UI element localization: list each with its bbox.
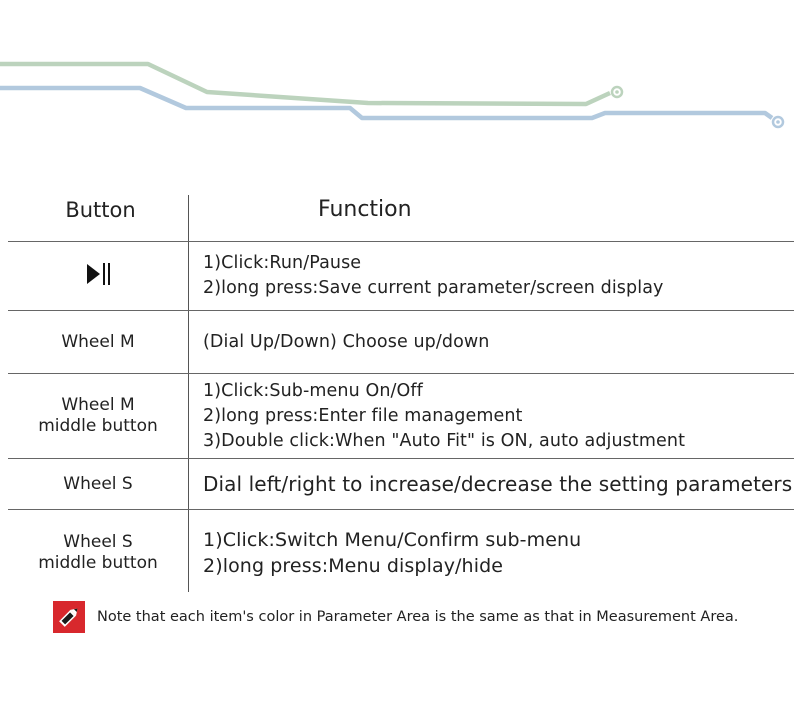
upper-circuit-line (0, 61, 611, 107)
lower-line-end-node (771, 115, 785, 129)
note-text: Note that each item's color in Parameter… (97, 609, 739, 625)
table-row: 1)Click:Run/Pause 2)long press:Save curr… (8, 242, 794, 311)
button-cell: Wheel S (63, 473, 133, 494)
button-cell: Wheel S middle button (8, 532, 188, 574)
upper-line-end-node (610, 85, 624, 99)
function-line: 3)Double click:When "Auto Fit" is ON, au… (203, 430, 686, 451)
table-row: Wheel M (Dial Up/Down) Choose up/down (8, 311, 794, 374)
table-header: Button Function (8, 195, 794, 242)
function-line: 2)long press:Enter file management (203, 405, 523, 426)
function-line: 1)Click:Sub-menu On/Off (203, 380, 423, 401)
note: Note that each item's color in Parameter… (53, 601, 793, 633)
function-cell: Dial left/right to increase/decrease the… (188, 472, 792, 497)
decorative-circuit-lines (0, 61, 785, 129)
table-row: Wheel S Dial left/right to increase/decr… (8, 459, 794, 510)
play-pause-icon (86, 262, 110, 285)
button-cell (8, 262, 188, 290)
table-row: Wheel S middle button 1)Click:Switch Men… (8, 510, 794, 596)
button-cell: Wheel M (61, 331, 135, 352)
button-label: Wheel M middle button (38, 395, 158, 436)
column-divider (188, 195, 189, 592)
function-line: 2)long press:Menu display/hide (203, 555, 504, 577)
function-line: Dial left/right to increase/decrease the… (203, 471, 793, 496)
table-row: Wheel M middle button 1)Click:Sub-menu O… (8, 374, 794, 459)
function-line: 1)Click:Switch Menu/Confirm sub-menu (203, 529, 582, 551)
function-line: 2)long press:Save current parameter/scre… (203, 278, 664, 298)
function-cell: 1)Click:Run/Pause 2)long press:Save curr… (188, 251, 663, 301)
function-line: 1)Click:Run/Pause (203, 253, 362, 273)
button-function-table: Button Function 1)Click:Run/Pause 2)long… (8, 195, 794, 596)
function-cell: 1)Click:Switch Menu/Confirm sub-menu 2)l… (188, 527, 581, 579)
lower-circuit-line (0, 85, 774, 121)
function-cell: (Dial Up/Down) Choose up/down (188, 330, 490, 355)
function-cell: 1)Click:Sub-menu On/Off 2)long press:Ent… (188, 379, 685, 454)
pencil-icon (53, 601, 85, 633)
header-function: Function (318, 197, 412, 222)
function-line: (Dial Up/Down) Choose up/down (203, 331, 490, 352)
button-label: Wheel S middle button (38, 532, 158, 573)
button-cell: Wheel M middle button (8, 395, 188, 437)
header-button: Button (65, 198, 136, 222)
